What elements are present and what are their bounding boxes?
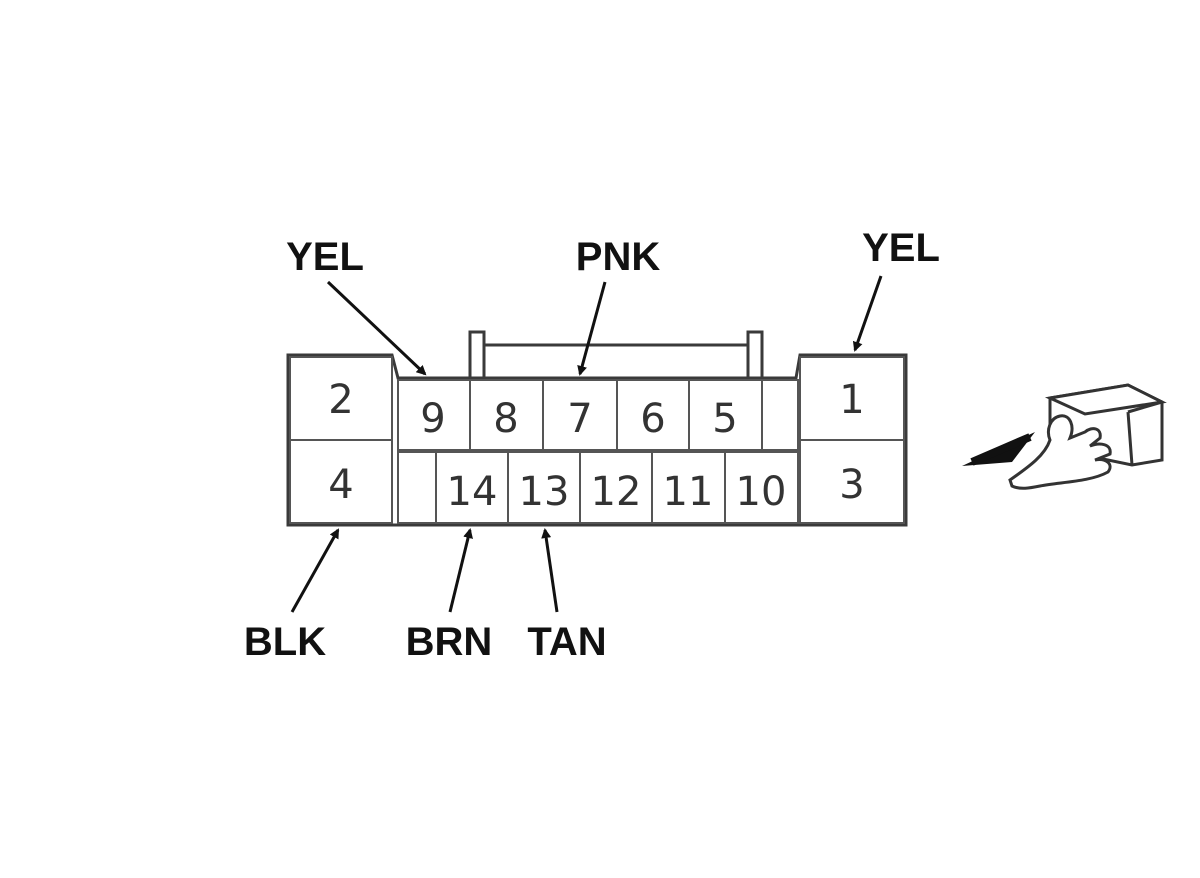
pin-cavity-3 bbox=[799, 439, 905, 524]
view-indicator bbox=[962, 383, 1167, 490]
pin-cavity-10 bbox=[724, 451, 799, 524]
pin-number-12: 12 bbox=[591, 469, 642, 515]
pin-cavity-blank-bottom bbox=[397, 451, 437, 524]
pin-number-9: 9 bbox=[420, 396, 445, 442]
pin-cavity-4 bbox=[289, 439, 393, 524]
pin-cavity-14 bbox=[435, 451, 509, 524]
pin-number-11: 11 bbox=[663, 469, 714, 515]
leader-arrow-pin13 bbox=[541, 528, 559, 613]
connector-housing bbox=[286, 330, 908, 527]
leader-arrow-pin4 bbox=[290, 528, 340, 613]
pin-number-4: 4 bbox=[328, 462, 353, 508]
pin-number-14: 14 bbox=[447, 469, 498, 515]
pin-number-7: 7 bbox=[567, 396, 592, 442]
pin-cavity-8 bbox=[469, 379, 544, 451]
pin-number-3: 3 bbox=[839, 462, 864, 508]
pin-number-13: 13 bbox=[519, 469, 570, 515]
pin-cavity-12 bbox=[579, 451, 653, 524]
pin-number-10: 10 bbox=[736, 469, 787, 515]
hand-pointing-connector-icon bbox=[1008, 383, 1167, 490]
insertion-direction-arrow-icon bbox=[962, 432, 1035, 466]
pin-number-6: 6 bbox=[640, 396, 665, 442]
pin-cavity-1 bbox=[799, 356, 905, 441]
wire-label-pin1: YEL bbox=[862, 226, 940, 270]
connector-latch bbox=[468, 330, 764, 380]
pin-number-2: 2 bbox=[328, 377, 353, 423]
leader-arrow-pin14 bbox=[448, 528, 473, 613]
pin-cavity-9 bbox=[397, 379, 471, 451]
wire-label-pin13: TAN bbox=[527, 620, 606, 664]
wire-label-pin7: PNK bbox=[576, 235, 661, 279]
leader-arrow-pin1 bbox=[852, 275, 883, 352]
pin-cavity-6 bbox=[616, 379, 690, 451]
wire-label-pin9: YEL bbox=[286, 235, 364, 279]
leader-arrows bbox=[290, 275, 883, 613]
leader-arrow-pin9 bbox=[326, 280, 427, 376]
pin-cavity-11 bbox=[651, 451, 726, 524]
pin-cavity-2 bbox=[289, 356, 393, 441]
pin-number-5: 5 bbox=[712, 396, 737, 442]
wire-labels: YEL PNK YEL BLK BRN TAN bbox=[244, 226, 940, 664]
leader-arrow-pin7 bbox=[577, 281, 607, 376]
wire-label-pin14: BRN bbox=[406, 620, 493, 664]
pin-cavity-blank-top bbox=[761, 379, 799, 451]
wire-label-pin4: BLK bbox=[244, 620, 326, 664]
pin-number-1: 1 bbox=[839, 377, 864, 423]
pin-number-8: 8 bbox=[493, 396, 518, 442]
pin-cavity-13 bbox=[507, 451, 581, 524]
pin-numbers: 2 4 1 3 9 8 7 6 5 14 13 12 11 10 bbox=[328, 377, 864, 515]
pin-cavity-7 bbox=[542, 379, 618, 451]
